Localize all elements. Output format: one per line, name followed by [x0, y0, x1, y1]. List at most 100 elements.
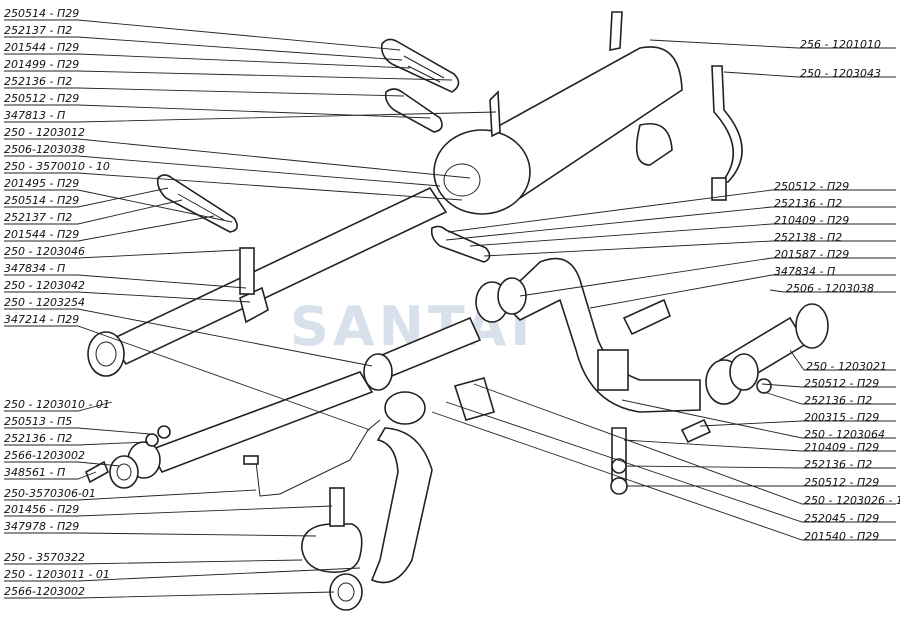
label-right-15: 210409 - П29 — [804, 441, 879, 454]
leader-line-right — [623, 439, 896, 452]
leader-line-right — [447, 189, 896, 233]
intermediate-pipe — [109, 316, 482, 489]
left-leader-lines — [4, 19, 497, 599]
label-left-16: 347834 - П — [4, 262, 65, 275]
leader-line-left — [4, 36, 403, 61]
hanger-strap — [711, 65, 743, 201]
label-right-16: 252136 - П2 — [804, 458, 872, 471]
label-left-26: 201456 - П29 — [4, 503, 79, 516]
leader-line-left — [4, 19, 401, 51]
leader-line-left — [4, 155, 441, 187]
label-left-22: 252136 - П2 — [4, 432, 72, 445]
label-left-12: 250514 - П29 — [4, 194, 79, 207]
label-right-2: 250 - 1203043 — [800, 67, 881, 80]
leader-line-right — [519, 257, 896, 297]
label-right-14: 250 - 1203064 — [804, 428, 885, 441]
label-left-7: 347813 - П — [4, 109, 65, 122]
label-left-30: 2566-1203002 — [4, 585, 85, 598]
label-right-3: 250512 - П29 — [774, 180, 849, 193]
leader-line-left — [4, 427, 151, 435]
label-right-17: 250512 - П29 — [804, 476, 879, 489]
label-left-27: 347978 - П29 — [4, 520, 79, 533]
leader-line-right — [649, 39, 896, 49]
clamp-assembly — [301, 377, 495, 573]
leader-line-right — [723, 71, 896, 78]
label-left-14: 201544 - П29 — [4, 228, 79, 241]
label-right-18: 250 - 1203026 - 10 — [804, 494, 900, 507]
label-right-8: 347834 - П — [774, 265, 835, 278]
right-leader-lines — [431, 39, 896, 541]
right-labels: 256 - 1201010 250 - 1203043 250512 - П29… — [774, 38, 900, 543]
rear-pipe-assembly — [475, 257, 829, 413]
left-labels: 250514 - П29 252137 - П2 201544 - П29 20… — [4, 7, 110, 598]
bolt-sets — [84, 38, 772, 495]
label-left-10: 250 - 3570010 - 10 — [4, 160, 110, 173]
label-left-6: 250512 - П29 — [4, 92, 79, 105]
label-left-5: 252136 - П2 — [4, 75, 72, 88]
label-left-11: 201495 - П29 — [4, 177, 79, 190]
leader-line-right — [769, 289, 896, 293]
leader-line-left — [4, 53, 411, 69]
label-left-2: 252137 - П2 — [4, 24, 72, 37]
label-left-4: 201499 - П29 — [4, 58, 79, 71]
label-left-15: 250 - 1203046 — [4, 245, 85, 258]
leader-line-left — [4, 104, 431, 119]
label-left-24: 348561 - П — [4, 466, 65, 479]
label-left-25: 250-3570306-01 — [4, 487, 96, 500]
label-right-10: 250 - 1203021 — [806, 360, 887, 373]
leader-line-right — [445, 206, 896, 241]
leader-line-left — [4, 325, 371, 431]
label-left-3: 201544 - П29 — [4, 41, 79, 54]
leader-line-left — [4, 591, 335, 599]
label-left-18: 250 - 1203254 — [4, 296, 85, 309]
label-right-19: 252045 - П29 — [804, 512, 879, 525]
leader-line-left — [4, 189, 233, 223]
label-left-20: 250 - 1203010 - 01 — [4, 398, 110, 411]
leader-line-right — [699, 420, 896, 427]
leader-line-left — [4, 567, 361, 582]
leader-line-left — [4, 187, 169, 208]
muffler — [433, 11, 683, 215]
leader-line-left — [4, 401, 113, 412]
label-right-20: 201540 - П29 — [804, 530, 879, 543]
leader-line-left — [4, 172, 463, 201]
leader-line-left — [4, 461, 121, 467]
leader-line-left — [4, 215, 215, 242]
leader-line-left — [4, 138, 471, 179]
label-right-1: 256 - 1201010 — [800, 38, 881, 51]
leader-line-right — [431, 411, 896, 541]
leader-line-left — [4, 471, 97, 480]
label-right-9: 2506 - 1203038 — [786, 282, 874, 295]
leader-line-right — [763, 391, 896, 405]
leader-line-left — [4, 70, 453, 81]
leader-line-right — [445, 401, 896, 523]
leader-line-left — [4, 308, 373, 367]
leader-line-left — [4, 87, 405, 97]
label-right-5: 210409 - П29 — [774, 214, 849, 227]
leader-line-right — [483, 240, 896, 257]
downpipe — [329, 391, 433, 611]
label-left-29: 250 - 1203011 - 01 — [4, 568, 110, 581]
leader-line-left — [4, 199, 183, 225]
label-left-23: 2566-1203002 — [4, 449, 85, 462]
leader-line-left — [4, 559, 303, 565]
label-left-17: 250 - 1203042 — [4, 279, 85, 292]
leader-line-right — [761, 383, 896, 388]
label-right-12: 252136 - П2 — [804, 394, 872, 407]
leader-line-right — [589, 274, 896, 309]
label-left-13: 252137 - П2 — [4, 211, 72, 224]
leader-line-right — [473, 383, 896, 505]
label-right-6: 252138 - П2 — [774, 231, 842, 244]
leader-line-left — [4, 274, 247, 289]
leader-line-right — [621, 399, 896, 439]
label-right-11: 250512 - П29 — [804, 377, 879, 390]
leader-line-left — [4, 489, 257, 501]
leader-line-right — [625, 465, 896, 469]
leader-line-left — [4, 505, 333, 517]
leader-line-left — [4, 249, 241, 259]
label-left-21: 250513 - П5 — [4, 415, 72, 428]
fuel-tube — [243, 419, 381, 497]
label-right-13: 200315 - П29 — [804, 411, 879, 424]
